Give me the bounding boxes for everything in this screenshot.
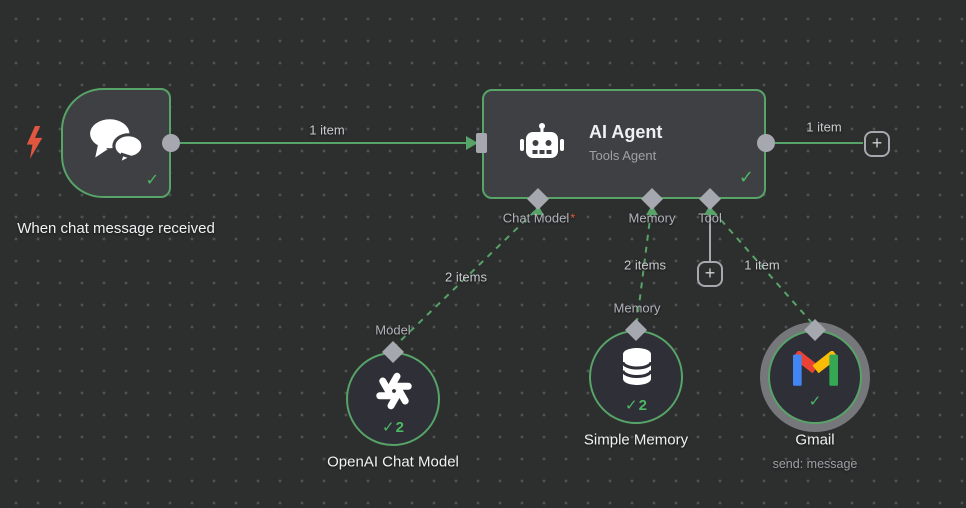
agent-node-subtitle: Tools Agent <box>589 148 657 163</box>
success-check-icon: ✓ <box>625 396 638 414</box>
chat-bubbles-icon <box>90 119 145 166</box>
gmail-node-subtitle: send: message <box>772 457 858 471</box>
robot-icon <box>520 123 564 158</box>
edge-label-tool: 1 item <box>744 257 780 273</box>
run-count: 2 <box>638 397 647 414</box>
success-check-icon: ✓ <box>808 392 822 410</box>
run-count: 2 <box>395 419 404 436</box>
agent-memory-connector-diamond[interactable] <box>641 188 663 210</box>
gmail-node-title: Gmail <box>795 431 835 449</box>
memory-output-diamond[interactable] <box>625 319 647 341</box>
edge-label-memory: 2 items <box>624 257 666 273</box>
agent-node-title: AI Agent <box>589 122 663 142</box>
agent-chat-model-connector-diamond[interactable] <box>527 188 549 210</box>
edge-label-agent-output: 1 item <box>806 119 842 135</box>
success-check-icon: ✓ <box>738 167 754 188</box>
edge-label-chat-model: 2 items <box>445 269 487 285</box>
agent-tool-connector-diamond[interactable] <box>699 188 721 210</box>
edge-agent-to-openai[interactable] <box>393 210 536 348</box>
connector-label-memory: Memory <box>628 210 676 226</box>
add-tool-button[interactable]: + <box>697 261 723 287</box>
run-count-badge: ✓2 <box>625 396 647 414</box>
trigger-output-endpoint[interactable] <box>162 134 180 152</box>
gmail-output-diamond[interactable] <box>804 319 826 341</box>
connector-label-model-upper: Model <box>375 322 411 338</box>
edge-lines <box>180 142 863 348</box>
edge-label-trigger-to-agent: 1 item <box>309 122 345 138</box>
gmail-logo-icon <box>793 351 838 386</box>
required-asterisk: * <box>570 210 576 226</box>
connector-label-tool: Tool <box>698 210 722 226</box>
connector-label-memory-upper: Memory <box>613 300 661 316</box>
openai-node-title: OpenAI Chat Model <box>327 453 459 471</box>
memory-node-title: Simple Memory <box>583 431 689 449</box>
node-gmail-tool[interactable]: ✓ <box>768 330 862 424</box>
connector-endpoints <box>162 133 826 363</box>
lightning-bolt-icon <box>26 126 43 159</box>
edge-agent-to-gmail[interactable] <box>712 210 813 324</box>
openai-output-diamond[interactable] <box>382 341 404 363</box>
success-check-icon: ✓ <box>382 418 395 436</box>
add-node-button[interactable]: + <box>864 131 890 157</box>
agent-input-endpoint[interactable] <box>476 133 487 153</box>
run-count-badge: ✓2 <box>382 418 404 436</box>
node-chat-trigger[interactable]: ✓ <box>61 88 171 198</box>
database-icon <box>621 348 653 385</box>
node-openai-chat-model[interactable]: ✓2 <box>346 352 440 446</box>
trigger-node-title: When chat message received <box>17 220 215 237</box>
success-check-icon: ✓ <box>145 170 159 189</box>
node-simple-memory[interactable]: ✓2 <box>589 330 683 424</box>
agent-output-endpoint[interactable] <box>757 134 775 152</box>
openai-logo-icon <box>376 372 412 410</box>
connector-label-chat-model: Chat Model* <box>503 211 576 226</box>
node-ai-agent[interactable]: AI Agent Tools Agent ✓ <box>482 89 766 199</box>
connector-label-text: Chat Model <box>502 210 570 226</box>
